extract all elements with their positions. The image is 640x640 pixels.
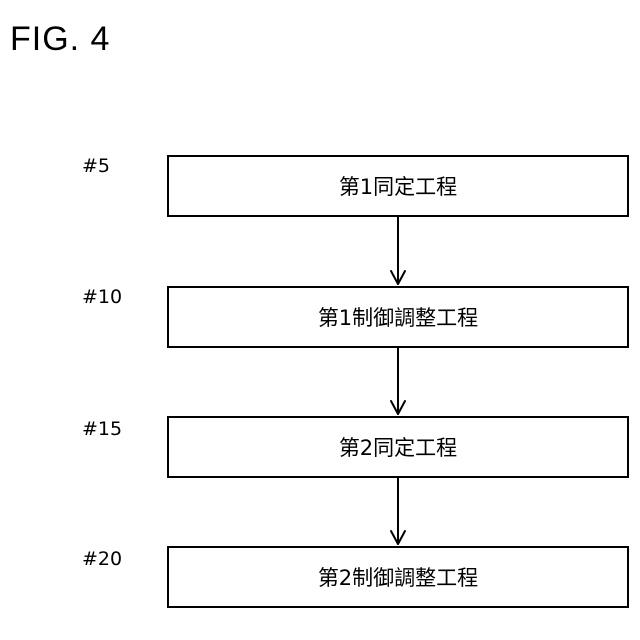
step-box-first-identification: 第1同定工程 xyxy=(167,155,629,217)
step-text: 第1同定工程 xyxy=(339,171,457,201)
step-label-20: #20 xyxy=(82,550,122,569)
figure-title: FIG. 4 xyxy=(10,22,110,56)
step-box-first-control-adjustment: 第1制御調整工程 xyxy=(167,286,629,348)
step-label-5: #5 xyxy=(82,157,110,176)
arrow-step3-to-step4 xyxy=(391,478,405,544)
arrow-step2-to-step3 xyxy=(391,348,405,414)
step-text: 第2同定工程 xyxy=(339,432,457,462)
step-label-15: #15 xyxy=(82,420,122,439)
step-text: 第1制御調整工程 xyxy=(318,302,478,332)
step-text: 第2制御調整工程 xyxy=(318,562,478,592)
arrow-step1-to-step2 xyxy=(391,217,405,284)
step-box-second-identification: 第2同定工程 xyxy=(167,416,629,478)
step-label-10: #10 xyxy=(82,288,122,307)
step-box-second-control-adjustment: 第2制御調整工程 xyxy=(167,546,629,608)
